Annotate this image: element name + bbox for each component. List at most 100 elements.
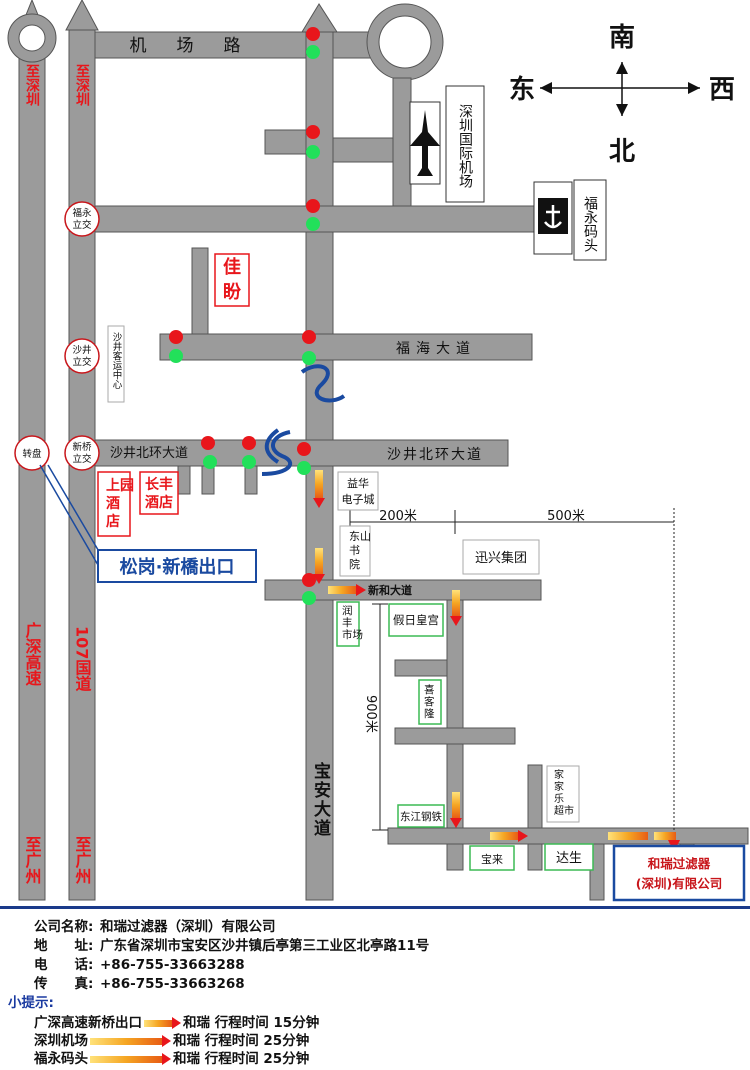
label-right-top: 至深圳 <box>74 64 90 107</box>
shajing-text-1: 沙井 <box>72 344 91 356</box>
route-row: 深圳机场和瑞 行程时间 25分钟 <box>34 1029 309 1049</box>
river-curve-1 <box>300 364 346 403</box>
compass-east: 东 <box>509 74 535 105</box>
route-time-label: 行程时间 <box>204 1051 259 1067</box>
interchange-shajing: 沙井 立交 <box>64 338 100 374</box>
label-left-bottom: 至广州 <box>23 836 43 884</box>
exit-label: 松岗·新橋出口 <box>120 556 235 578</box>
dongshan-box <box>339 525 371 577</box>
route-bar <box>90 1037 162 1045</box>
yihua-box <box>337 471 379 511</box>
holiday-box <box>388 603 444 637</box>
dongjiang-box <box>397 804 445 828</box>
bus-station-box <box>107 325 125 403</box>
route-from: 深圳机场 <box>34 1033 88 1049</box>
arrow-icon <box>162 1053 171 1065</box>
traffic-lights <box>169 27 320 605</box>
anchor-icon <box>544 205 562 229</box>
route-row: 广深高速新桥出口和瑞 行程时间 15分钟 <box>34 1011 319 1031</box>
bus-station-text: 沙井客运中心 <box>111 332 123 389</box>
xike-text-1: 喜 <box>424 683 435 696</box>
changfeng-text-1: 长丰 <box>145 476 173 493</box>
xinqiao-text-1: 新桥 <box>72 441 92 453</box>
shangyuan-text-1: 上园 <box>106 478 134 494</box>
stub-2 <box>201 465 215 495</box>
tips-title: 小提示: <box>8 995 54 1011</box>
inner-branch-1 <box>394 659 448 677</box>
interchange-xinqiao: 新桥 立交 <box>64 435 100 471</box>
label-baoan: 宝安大道 <box>310 761 331 838</box>
distance-900: 900米 <box>363 695 378 733</box>
airport-text: 深圳国际机场 <box>457 104 473 189</box>
runfeng-text-3: 市场 <box>342 628 363 641</box>
fuyong-text-2: 立交 <box>72 219 92 231</box>
interchange-roundabout: 转盘 <box>14 435 50 471</box>
compass-north: 南 <box>609 23 635 53</box>
map-canvas: 南 北 东 西 机场路 福海大道 沙井北环大道 沙井北环大道 新和大道 宝安大道… <box>7 0 749 902</box>
company-text-2: (深圳)有限公司 <box>636 876 722 891</box>
jiafen-spur <box>191 247 209 335</box>
distance-200: 200米 <box>379 509 417 524</box>
fax-value: +86-755-33663268 <box>100 976 245 992</box>
fuhai-avenue <box>159 333 533 361</box>
route-bar <box>144 1019 172 1027</box>
stub-1 <box>177 465 191 495</box>
route-from: 广深高速新桥出口 <box>34 1015 142 1031</box>
route-bar <box>90 1055 162 1063</box>
shajing-text-2: 立交 <box>72 356 92 368</box>
wharf-text: 福永码头 <box>582 196 598 252</box>
interchange-fuyong: 福永 立交 <box>64 201 100 237</box>
shangyuan-text-2: 酒 <box>106 496 120 512</box>
xinhe-avenue <box>264 579 542 601</box>
label-left-mid: 广深高速 <box>23 621 42 686</box>
route-time: 25分钟 <box>263 1051 310 1067</box>
address-value: 广东省深圳市宝安区沙井镇后亭第三工业区北亭路11号 <box>100 938 430 954</box>
address-row: 地 址: 广东省深圳市宝安区沙井镇后亭第三工业区北亭路11号 <box>34 934 429 954</box>
phone-label: 电 话: <box>34 957 94 973</box>
bottom-road <box>387 827 749 845</box>
company-label: 公司名称: <box>34 919 94 935</box>
label-right-bottom: 至广州 <box>73 836 93 884</box>
route-time: 25分钟 <box>263 1033 310 1049</box>
arrow-icon <box>162 1035 171 1047</box>
river-curve-2 <box>261 430 293 476</box>
holiday-text: 假日皇宫 <box>393 613 439 627</box>
airport-spur-2 <box>392 77 412 207</box>
phone-row: 电 话: +86-755-33663288 <box>34 953 245 973</box>
xike-box <box>418 679 442 725</box>
stub-3 <box>244 465 258 495</box>
phone-value: +86-755-33663288 <box>100 957 245 973</box>
dasheng-box <box>544 843 594 871</box>
inner-branch-2 <box>394 727 516 745</box>
compass <box>540 62 700 116</box>
airplane-icon <box>410 110 440 176</box>
jiajia-text-2: 家 <box>554 780 564 793</box>
distance-500: 500米 <box>547 509 585 524</box>
company-text-1: 和瑞过滤器 <box>647 856 711 871</box>
company-box <box>612 844 746 902</box>
changfeng-box <box>139 471 179 515</box>
xunxing-text: 迅兴集团 <box>475 550 527 566</box>
fuyong-text-1: 福永 <box>72 207 92 219</box>
wharf-landmark <box>533 179 607 261</box>
label-right-mid: 107国道 <box>73 626 92 691</box>
yihua-text-2: 电子城 <box>342 493 375 506</box>
label-fuhai: 福海大道 <box>396 341 476 357</box>
route-to: 和瑞 <box>173 1051 200 1067</box>
jiajia-text-1: 家 <box>554 768 564 781</box>
airport-landmark <box>409 85 485 203</box>
runfeng-text-2: 丰 <box>342 616 353 629</box>
roundabout-top <box>366 3 444 81</box>
address-label: 地 址: <box>34 938 94 954</box>
jiajia-text-4: 超市 <box>554 804 574 817</box>
distance-markers <box>349 508 675 831</box>
xunxing-box <box>462 539 540 575</box>
runfeng-text-1: 润 <box>342 604 353 617</box>
yihua-text-1: 益华 <box>347 476 369 490</box>
xike-text-2: 客 <box>424 695 435 708</box>
company-row: 公司名称: 和瑞过滤器（深圳）有限公司 <box>34 915 276 935</box>
label-left-top: 至深圳 <box>24 64 40 107</box>
company-value: 和瑞过滤器（深圳）有限公司 <box>100 919 276 935</box>
xike-text-3: 隆 <box>424 707 435 720</box>
